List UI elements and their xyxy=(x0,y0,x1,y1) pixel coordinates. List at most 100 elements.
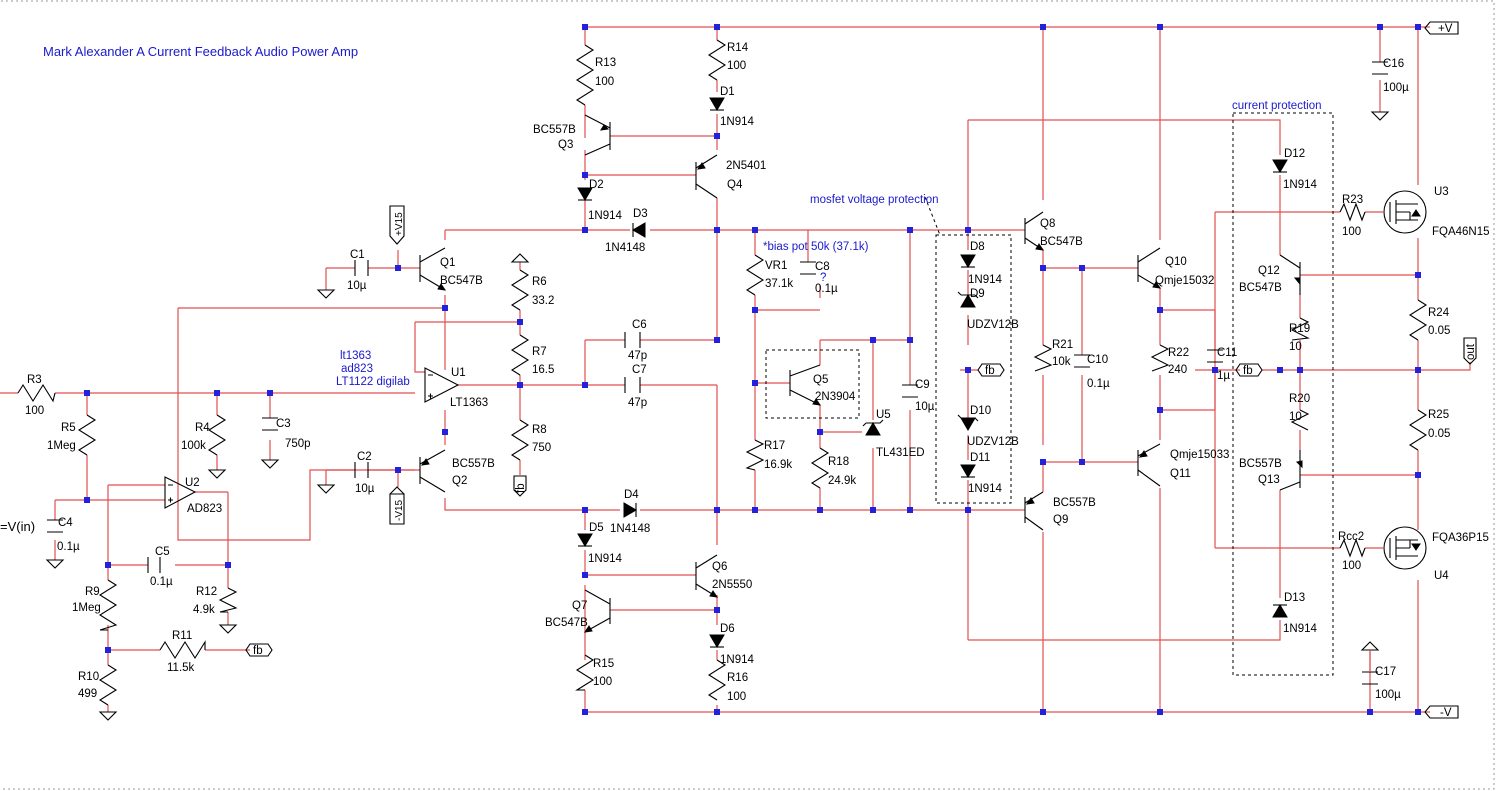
q6-transistor xyxy=(695,554,719,598)
v15p-label: +V15 xyxy=(394,212,405,236)
q5-dashed-box xyxy=(765,349,860,419)
d1-diode xyxy=(709,97,725,111)
r4-resistor xyxy=(207,414,227,456)
q7-transistor xyxy=(583,589,611,633)
r18-resistor xyxy=(810,447,830,489)
components-q11-name-label: Q11 xyxy=(1170,468,1191,480)
current-protection-note: current protection xyxy=(1232,100,1322,112)
components-u4-name-label: U4 xyxy=(1434,570,1449,582)
fb-label-prot: fb xyxy=(985,365,995,377)
components-r20-value-label: 10 xyxy=(1289,411,1302,423)
r16-resistor xyxy=(707,659,727,701)
components-d3-name-label: D3 xyxy=(633,208,648,220)
q11-transistor xyxy=(1137,443,1161,487)
components-c11-value-label: 1µ xyxy=(1217,370,1230,382)
components-q5-value-label: 2N3904 xyxy=(815,391,856,403)
components-d2-value-label: 1N914 xyxy=(588,210,622,222)
r13-resistor xyxy=(575,44,595,106)
d8-diode xyxy=(960,254,976,268)
components-q6-name-label: Q6 xyxy=(712,561,727,573)
components-r15-name-label: R15 xyxy=(593,658,614,670)
components-r25-name-label: R25 xyxy=(1428,409,1449,421)
components-r4-value-label: 100k xyxy=(181,440,206,452)
opamp-note-2: ad823 xyxy=(341,363,373,375)
vminus-flag xyxy=(1424,705,1459,719)
components-rcc2-name-label: Rcc2 xyxy=(1338,531,1364,543)
components-d11-name-label: D11 xyxy=(970,452,990,464)
components-r6-value-label: 33.2 xyxy=(532,295,554,307)
components-d11-value-label: 1N914 xyxy=(968,483,1002,495)
components-d12-name-label: D12 xyxy=(1284,148,1305,160)
components-q9-name-label: Q9 xyxy=(1053,514,1068,526)
components-r8-name-label: R8 xyxy=(532,424,547,436)
ground-c3 xyxy=(260,459,280,469)
bias-note: *bias pot 50k (37.1k) xyxy=(763,241,869,253)
components-c2-value-label: 10µ xyxy=(355,483,375,495)
r11-resistor xyxy=(159,640,206,660)
components-rcc2-value-label: 100 xyxy=(1342,560,1361,572)
d10-zener xyxy=(960,417,976,431)
components-d6-value-label: 1N914 xyxy=(720,654,754,666)
components-r9-name-label: R9 xyxy=(85,586,100,598)
r3-resistor xyxy=(17,383,56,403)
components-c16-name-label: C16 xyxy=(1383,58,1404,70)
ground-r4 xyxy=(207,469,227,479)
r6-resistor xyxy=(510,269,530,311)
c10-capacitor xyxy=(1074,354,1090,368)
ground-c17 xyxy=(1360,641,1380,651)
components-c7-value-label: 47p xyxy=(628,397,647,409)
components-d8-value-label: 1N914 xyxy=(968,274,1002,286)
components-q12-name-label: Q12 xyxy=(1258,265,1280,277)
components-c4-name-label: C4 xyxy=(58,517,73,529)
fb-label-r11: fb xyxy=(253,645,263,657)
ground-c4 xyxy=(45,559,65,569)
components-d5-value-label: 1N914 xyxy=(588,553,622,565)
q4-transistor xyxy=(695,154,718,199)
components-r9-value-label: 1Meg xyxy=(72,602,101,614)
components-r12-name-label: R12 xyxy=(196,586,217,598)
c11-capacitor xyxy=(1207,349,1223,363)
components-r16-name-label: R16 xyxy=(727,672,748,684)
components-q3-name-label: Q3 xyxy=(558,139,573,151)
symbols xyxy=(17,39,1428,721)
components-q12-value-label: BC547B xyxy=(1239,282,1282,294)
u2-opamp xyxy=(164,476,197,509)
c7-capacitor xyxy=(624,377,641,393)
r7-resistor xyxy=(510,334,530,376)
components-u5-name-label: U5 xyxy=(876,409,891,421)
components-vr1-value-label: 37.1k xyxy=(765,278,793,290)
components-c6-name-label: C6 xyxy=(632,319,647,331)
components-d2-name-label: D2 xyxy=(589,179,604,191)
c6-capacitor xyxy=(624,332,641,348)
components-r7-name-label: R7 xyxy=(532,346,547,358)
components-c2-name-label: C2 xyxy=(357,451,372,463)
components-r3-name-label: R3 xyxy=(27,374,42,386)
components-d1-value-label: 1N914 xyxy=(720,116,754,128)
components-vr1-name-label: VR1 xyxy=(765,260,787,272)
components-d4-name-label: D4 xyxy=(624,489,639,501)
d2-diode xyxy=(577,187,593,201)
components-d8-name-label: D8 xyxy=(970,241,985,253)
d9-zener xyxy=(960,294,976,308)
q13-transistor xyxy=(1279,450,1303,491)
opamp-note-3: LT1122 digilab xyxy=(336,376,410,388)
fb-label-out: fb xyxy=(1243,365,1253,377)
r10-resistor xyxy=(98,664,118,706)
components-r8-value-label: 750 xyxy=(532,442,551,454)
fb-flag-prot xyxy=(977,363,1005,377)
components-c17-name-label: C17 xyxy=(1375,666,1396,678)
components-r10-name-label: R10 xyxy=(78,671,99,683)
vin-label: =V(in) xyxy=(0,519,35,534)
r14-resistor xyxy=(707,39,727,81)
out-label: out xyxy=(1465,343,1477,360)
components-r5-value-label: 1Meg xyxy=(47,440,76,452)
components-q6-value-label: 2N5550 xyxy=(712,579,752,591)
r9-resistor xyxy=(98,579,118,631)
vplus-label: +V xyxy=(1438,23,1453,35)
components-r13-value-label: 100 xyxy=(595,76,614,88)
components-r19-value-label: 10 xyxy=(1289,341,1302,353)
c16-capacitor xyxy=(1372,61,1388,75)
components-r22-name-label: R22 xyxy=(1168,347,1189,359)
